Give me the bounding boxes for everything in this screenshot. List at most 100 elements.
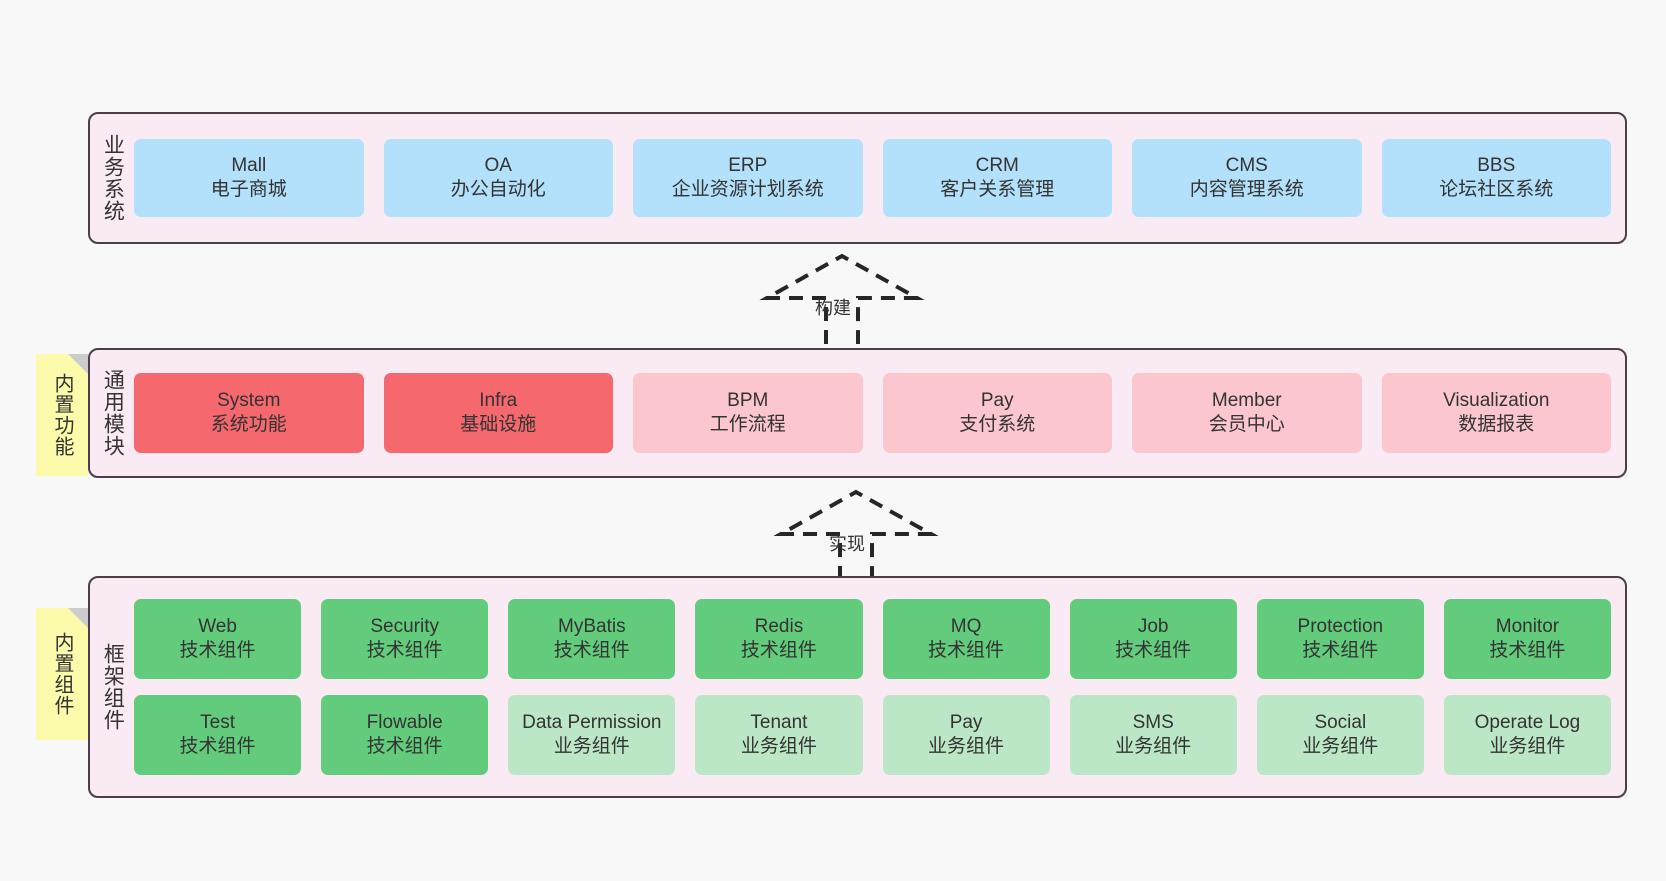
node-title-cn: 业务组件 xyxy=(740,736,817,757)
node-pay-module[interactable]: Pay 支付系统 xyxy=(882,373,1112,453)
connector-implement-label: 实现 xyxy=(829,534,865,554)
node-flowable[interactable]: Flowable 技术组件 xyxy=(321,695,489,775)
node-visualization[interactable]: Visualization 数据报表 xyxy=(1381,373,1611,453)
node-row: Web 技术组件 Security 技术组件 MyBatis 技术组件 Redi… xyxy=(134,599,1611,679)
node-title-en: Mall xyxy=(231,154,267,176)
node-title-en: Social xyxy=(1314,711,1367,733)
node-monitor[interactable]: Monitor 技术组件 xyxy=(1443,599,1611,679)
node-title-cn: 业务组件 xyxy=(928,736,1005,757)
node-title-en: Visualization xyxy=(1443,389,1550,411)
node-mq[interactable]: MQ 技术组件 xyxy=(882,599,1050,679)
node-protection[interactable]: Protection 技术组件 xyxy=(1256,599,1424,679)
node-mybatis[interactable]: MyBatis 技术组件 xyxy=(508,599,676,679)
node-title-en: Web xyxy=(198,615,237,637)
node-title-en: MyBatis xyxy=(558,615,626,637)
node-title-en: Pay xyxy=(949,711,983,733)
node-title-cn: 基础设施 xyxy=(460,414,537,435)
layer-label-business-systems: 业务系统 xyxy=(101,134,125,222)
node-test[interactable]: Test 技术组件 xyxy=(134,695,302,775)
node-title-cn: 业务组件 xyxy=(1115,736,1192,757)
node-bbs[interactable]: BBS 论坛社区系统 xyxy=(1381,139,1611,217)
node-title-en: Tenant xyxy=(750,711,808,733)
node-title-en: BPM xyxy=(727,389,769,411)
node-row: Test 技术组件 Flowable 技术组件 Data Permission … xyxy=(134,695,1611,775)
node-title-cn: 技术组件 xyxy=(366,640,443,661)
node-title-en: MQ xyxy=(950,615,982,637)
node-title-en: ERP xyxy=(728,154,768,176)
node-security[interactable]: Security 技术组件 xyxy=(321,599,489,679)
node-system[interactable]: System 系统功能 xyxy=(134,373,364,453)
node-title-cn: 业务组件 xyxy=(553,736,630,757)
node-title-cn: 企业资源计划系统 xyxy=(671,179,824,200)
layer-common-modules: 通用模块 System 系统功能 Infra 基础设施 BPM 工作流程 Pay… xyxy=(88,348,1627,478)
tag-builtin-components: 内置组件 xyxy=(36,608,88,740)
tag-builtin-functions: 内置功能 xyxy=(36,354,88,476)
node-title-en: CRM xyxy=(975,154,1019,176)
layer-body-framework-components: Web 技术组件 Security 技术组件 MyBatis 技术组件 Redi… xyxy=(134,578,1625,796)
node-title-en: Member xyxy=(1211,389,1282,411)
node-title-en: Flowable xyxy=(366,711,443,733)
connector-implement-arrow xyxy=(773,489,939,580)
node-job[interactable]: Job 技术组件 xyxy=(1069,599,1237,679)
node-social[interactable]: Social 业务组件 xyxy=(1256,695,1424,775)
node-bpm[interactable]: BPM 工作流程 xyxy=(633,373,863,453)
node-pay-component[interactable]: Pay 业务组件 xyxy=(882,695,1050,775)
connector-build-label: 构建 xyxy=(815,298,851,318)
node-title-en: Job xyxy=(1137,615,1169,637)
node-cms[interactable]: CMS 内容管理系统 xyxy=(1132,139,1362,217)
node-tenant[interactable]: Tenant 业务组件 xyxy=(695,695,863,775)
node-title-cn: 技术组件 xyxy=(1115,640,1192,661)
node-title-cn: 技术组件 xyxy=(1302,640,1379,661)
node-title-en: Operate Log xyxy=(1474,711,1581,733)
connector-implement: 实现 xyxy=(766,488,946,580)
node-title-en: Pay xyxy=(980,389,1014,411)
node-title-cn: 技术组件 xyxy=(740,640,817,661)
tag-builtin-functions-label: 内置功能 xyxy=(51,373,73,457)
node-title-cn: 电子商城 xyxy=(210,179,287,200)
node-member[interactable]: Member 会员中心 xyxy=(1132,373,1362,453)
tag-builtin-components-label: 内置组件 xyxy=(51,632,73,716)
node-title-cn: 系统功能 xyxy=(210,414,287,435)
node-title-en: OA xyxy=(484,154,512,176)
node-title-cn: 业务组件 xyxy=(1489,736,1566,757)
node-title-en: Data Permission xyxy=(522,711,662,733)
node-data-permission[interactable]: Data Permission 业务组件 xyxy=(508,695,676,775)
node-operate-log[interactable]: Operate Log 业务组件 xyxy=(1443,695,1611,775)
layer-label-common-modules: 通用模块 xyxy=(101,369,125,457)
node-redis[interactable]: Redis 技术组件 xyxy=(695,599,863,679)
node-title-en: CMS xyxy=(1225,154,1268,176)
node-title-en: Infra xyxy=(479,389,518,411)
node-title-en: Redis xyxy=(754,615,804,637)
layer-label-framework-components: 框架组件 xyxy=(101,643,125,731)
node-title-en: Protection xyxy=(1297,615,1384,637)
node-mall[interactable]: Mall 电子商城 xyxy=(134,139,364,217)
node-title-cn: 技术组件 xyxy=(928,640,1005,661)
node-row: System 系统功能 Infra 基础设施 BPM 工作流程 Pay 支付系统… xyxy=(134,373,1611,453)
node-infra[interactable]: Infra 基础设施 xyxy=(383,373,613,453)
layer-business-systems: 业务系统 Mall 电子商城 OA 办公自动化 ERP 企业资源计划系统 CRM… xyxy=(88,112,1627,244)
node-title-cn: 技术组件 xyxy=(553,640,630,661)
node-title-cn: 内容管理系统 xyxy=(1189,179,1304,200)
node-title-en: Test xyxy=(200,711,235,733)
node-title-en: System xyxy=(217,389,281,411)
layer-framework-components: 框架组件 Web 技术组件 Security 技术组件 MyBatis 技术组件… xyxy=(88,576,1627,798)
node-title-en: SMS xyxy=(1132,711,1174,733)
node-title-cn: 工作流程 xyxy=(709,414,786,435)
node-crm[interactable]: CRM 客户关系管理 xyxy=(882,139,1112,217)
node-title-cn: 支付系统 xyxy=(959,414,1036,435)
node-erp[interactable]: ERP 企业资源计划系统 xyxy=(633,139,863,217)
node-sms[interactable]: SMS 业务组件 xyxy=(1069,695,1237,775)
node-title-cn: 技术组件 xyxy=(366,736,443,757)
layer-body-common-modules: System 系统功能 Infra 基础设施 BPM 工作流程 Pay 支付系统… xyxy=(134,350,1625,476)
node-title-en: Monitor xyxy=(1495,615,1560,637)
node-title-cn: 会员中心 xyxy=(1208,414,1285,435)
node-title-en: BBS xyxy=(1477,154,1516,176)
node-web[interactable]: Web 技术组件 xyxy=(134,599,302,679)
node-row: Mall 电子商城 OA 办公自动化 ERP 企业资源计划系统 CRM 客户关系… xyxy=(134,139,1611,217)
node-title-cn: 业务组件 xyxy=(1302,736,1379,757)
node-title-en: Security xyxy=(370,615,439,637)
node-oa[interactable]: OA 办公自动化 xyxy=(383,139,613,217)
node-title-cn: 论坛社区系统 xyxy=(1439,179,1554,200)
node-title-cn: 办公自动化 xyxy=(450,179,546,200)
